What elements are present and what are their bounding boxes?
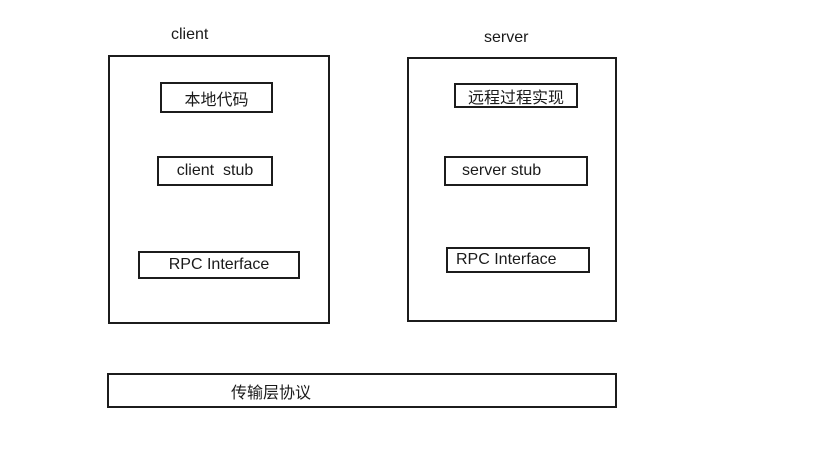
client-rpc-interface-label: RPC Interface — [168, 256, 270, 273]
server-rpc-interface-box: RPC Interface — [446, 247, 590, 273]
client-rpc-interface-box: RPC Interface — [138, 251, 300, 279]
remote-procedure-impl-label: 远程过程实现 — [467, 89, 564, 107]
server-rpc-interface-label: RPC Interface — [456, 251, 557, 268]
server-title: server — [484, 29, 529, 46]
server-stub-label: server stub — [462, 162, 542, 179]
local-code-box: 本地代码 — [160, 82, 273, 113]
server-stub-box: server stub — [444, 156, 588, 186]
remote-procedure-impl-box: 远程过程实现 — [454, 83, 578, 108]
client-title: client — [171, 26, 209, 43]
local-code-label: 本地代码 — [184, 91, 249, 109]
transport-layer-protocol-box: 传输层协议 — [107, 373, 617, 408]
client-stub-label: client stub — [176, 162, 254, 179]
transport-layer-protocol-label: 传输层协议 — [231, 384, 312, 402]
client-stub-box: client stub — [157, 156, 273, 186]
